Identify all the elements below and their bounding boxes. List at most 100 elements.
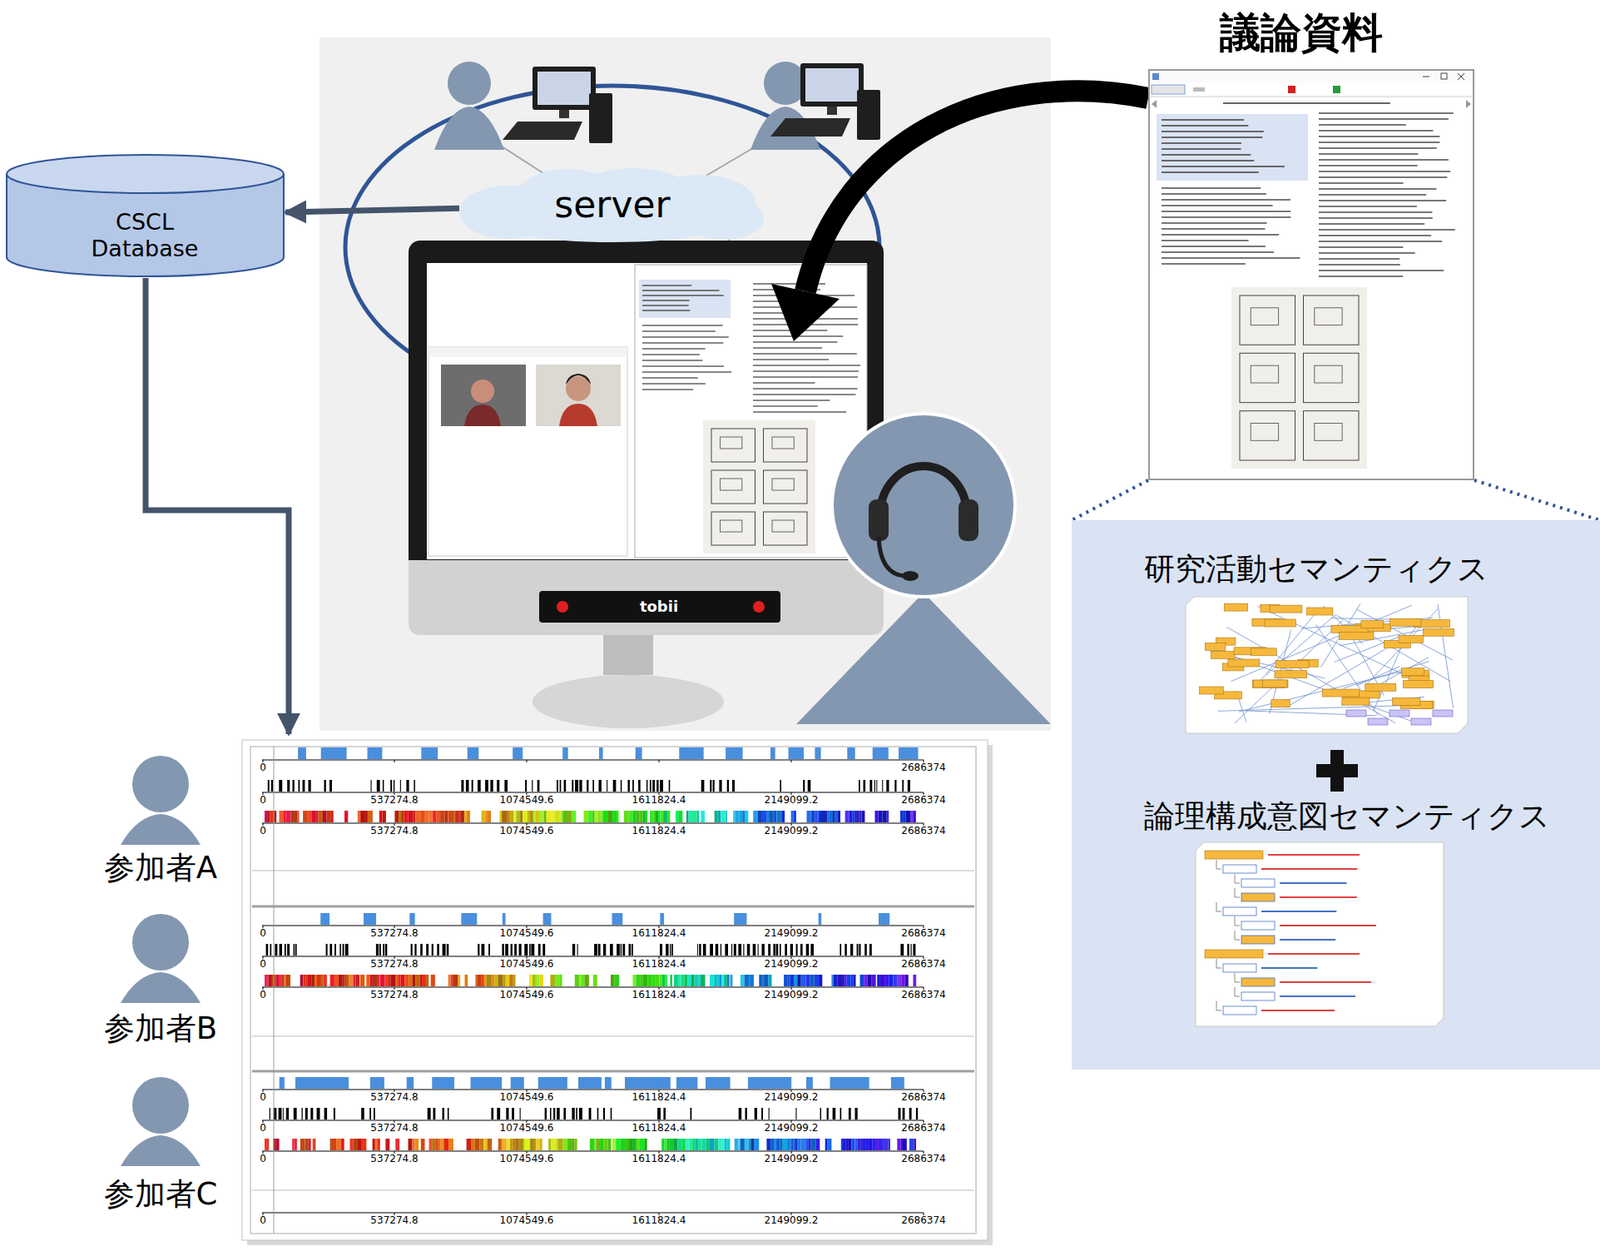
gaze-bar [738,810,743,823]
gaze-bar [901,974,906,986]
gaze-bar [430,974,436,986]
gaze-bar [800,1138,806,1150]
logic-node [1204,949,1264,958]
gaze-bar [550,1138,556,1150]
gaze-bar [480,1138,485,1150]
gaze-bar [481,810,486,823]
speech-bar [909,1107,912,1120]
speech-bar [671,943,674,956]
speech-bar [874,779,876,792]
speech-bar [465,779,470,792]
gaze-bar [379,810,383,823]
speech-bar [284,943,287,956]
gaze-bar [744,974,750,986]
gaze-bar [487,1138,493,1150]
speech-bar [298,779,301,792]
text-line-sketch [1318,118,1449,120]
gaze-bar [855,810,857,823]
speech-bar [267,779,270,792]
speech-bar [906,943,909,956]
gaze-bar [766,1138,771,1150]
gaze-bar [610,974,615,986]
speech-bar [279,943,283,956]
gaze-bar [640,974,644,986]
speech-bar [844,943,848,956]
gaze-bar [782,1138,788,1150]
gaze-bar [797,1138,802,1150]
axis-tick-label: 1074549.6 [500,824,555,837]
gaze-bar [487,810,491,823]
semantic-concept [1199,686,1224,694]
speech-bar [733,943,737,956]
gaze-bar [366,974,370,986]
gaze-bar [614,974,620,986]
gaze-bar [767,810,770,823]
speech-bar [572,943,575,956]
gaze-bar [449,810,451,823]
text-line-sketch [642,284,692,287]
highlight-block [1156,113,1308,181]
window-icon [1152,73,1160,80]
gaze-bar [567,1138,572,1150]
speech-bar [745,1107,748,1120]
gaze-bar [448,974,451,986]
gaze-bar [912,974,917,986]
semantic-concept [1223,603,1248,611]
gaze-bar [452,974,458,986]
logic-branch [1234,981,1240,983]
gaze-bar [848,1138,853,1150]
gaze-bar [506,810,511,823]
gaze-bar [642,974,648,986]
time-axis [262,1089,924,1090]
background-panel [319,37,1051,731]
speech-bar [324,779,327,792]
gaze-bar [464,810,467,823]
speech-bar [594,943,598,956]
speech-bar [334,943,337,956]
gaze-bar [453,810,456,823]
text-line-sketch [1161,136,1263,139]
axis-tick-label: 537274.8 [370,1090,418,1103]
person-body [796,592,1051,724]
gaze-bar [629,1138,633,1150]
timeline-frame [250,746,976,1234]
text-line-sketch [752,411,847,413]
speech-bar [564,779,567,792]
speech-bar [514,943,517,956]
speech-bar [413,779,416,792]
row-line [252,869,975,872]
gaze-bar [544,810,547,823]
gaze-bar [811,810,816,823]
speech-bar [876,779,877,792]
gaze-bar [660,810,664,823]
speech-bar [339,943,342,956]
gaze-bar [532,974,536,986]
text-line-sketch [1161,148,1242,150]
logic-note [1261,966,1318,969]
gaze-bar [827,810,829,823]
text-line-sketch [1318,246,1403,248]
text-line-sketch [1318,170,1451,173]
speech-bar [529,943,531,956]
sketch-frame [1314,423,1343,441]
semantic-concept [1390,618,1422,626]
logic-branch [1216,911,1222,912]
text-line-sketch [1161,171,1259,174]
logic-note [1279,881,1348,884]
gaze-bar [902,810,907,823]
gaze-bar [594,810,599,823]
speech-bar [807,779,812,792]
speech-bar [598,943,601,956]
text-line-sketch [1223,102,1391,105]
logic-note [1279,896,1358,898]
activity-bar [470,1076,503,1089]
speech-bar [574,779,579,792]
gaze-bar [502,974,506,986]
text-line-sketch [642,365,724,367]
speech-bar [754,1107,758,1120]
text-line-sketch [642,353,700,356]
speech-bar [713,779,715,792]
logic-branch [1216,958,1218,968]
gaze-bar [783,974,788,986]
axis-tick-label: 0 [259,926,267,939]
